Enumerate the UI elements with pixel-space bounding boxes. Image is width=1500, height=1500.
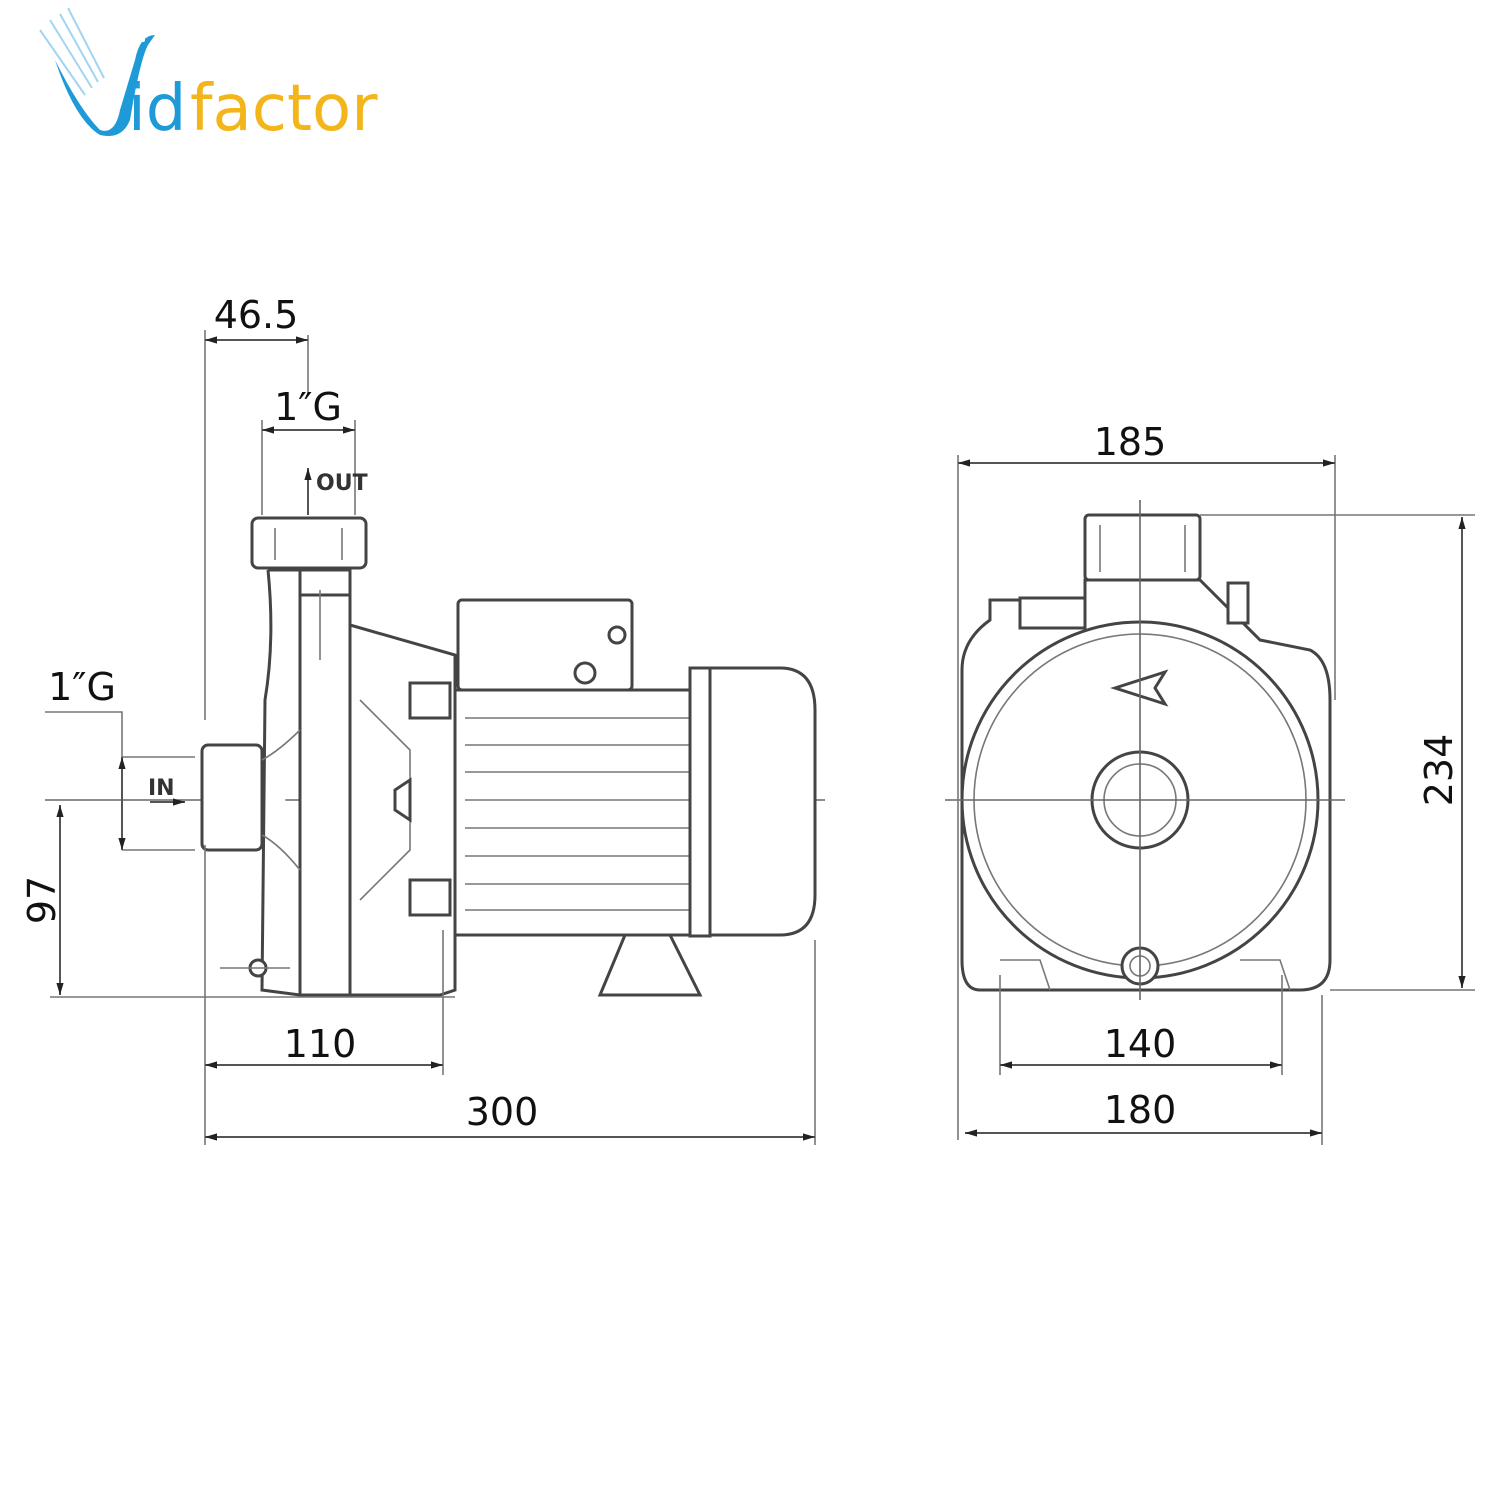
dim-shaft-height: 97 xyxy=(20,876,64,924)
terminal-box xyxy=(456,598,634,692)
dim-width: 185 xyxy=(1094,420,1167,464)
logo-text-blue: id xyxy=(128,72,186,146)
vent-plug xyxy=(1226,581,1250,625)
outlet-nut xyxy=(250,516,368,570)
dim-foot-holes: 140 xyxy=(1104,1022,1177,1066)
dim-outlet-thread: 1″G xyxy=(274,385,342,429)
front-view: 185 234 140 180 xyxy=(945,420,1475,1145)
dim-total-length: 300 xyxy=(466,1090,539,1134)
dim-outlet-offset: 46.5 xyxy=(214,293,299,337)
motor-foot xyxy=(597,933,703,997)
pump-casing xyxy=(298,593,352,997)
fan-cover xyxy=(708,666,817,937)
outlet-nut-front xyxy=(1083,513,1202,582)
side-view: 46.5 1″G OUT 1″G IN 97 110 300 xyxy=(20,293,825,1145)
dim-inlet-thread: 1″G xyxy=(48,665,116,709)
dim-base-width: 180 xyxy=(1104,1088,1177,1132)
dim-foot-offset: 110 xyxy=(284,1022,357,1066)
motor-fins xyxy=(465,717,690,911)
motor-body xyxy=(453,688,702,937)
bird-v-icon xyxy=(39,7,155,136)
inlet-label: IN xyxy=(148,776,175,801)
vidfactor-logo: id factor xyxy=(39,7,378,146)
dim-height: 234 xyxy=(1417,734,1461,807)
logo-text-orange: factor xyxy=(190,72,378,146)
inlet-port xyxy=(200,743,264,852)
outlet-label: OUT xyxy=(316,471,368,496)
